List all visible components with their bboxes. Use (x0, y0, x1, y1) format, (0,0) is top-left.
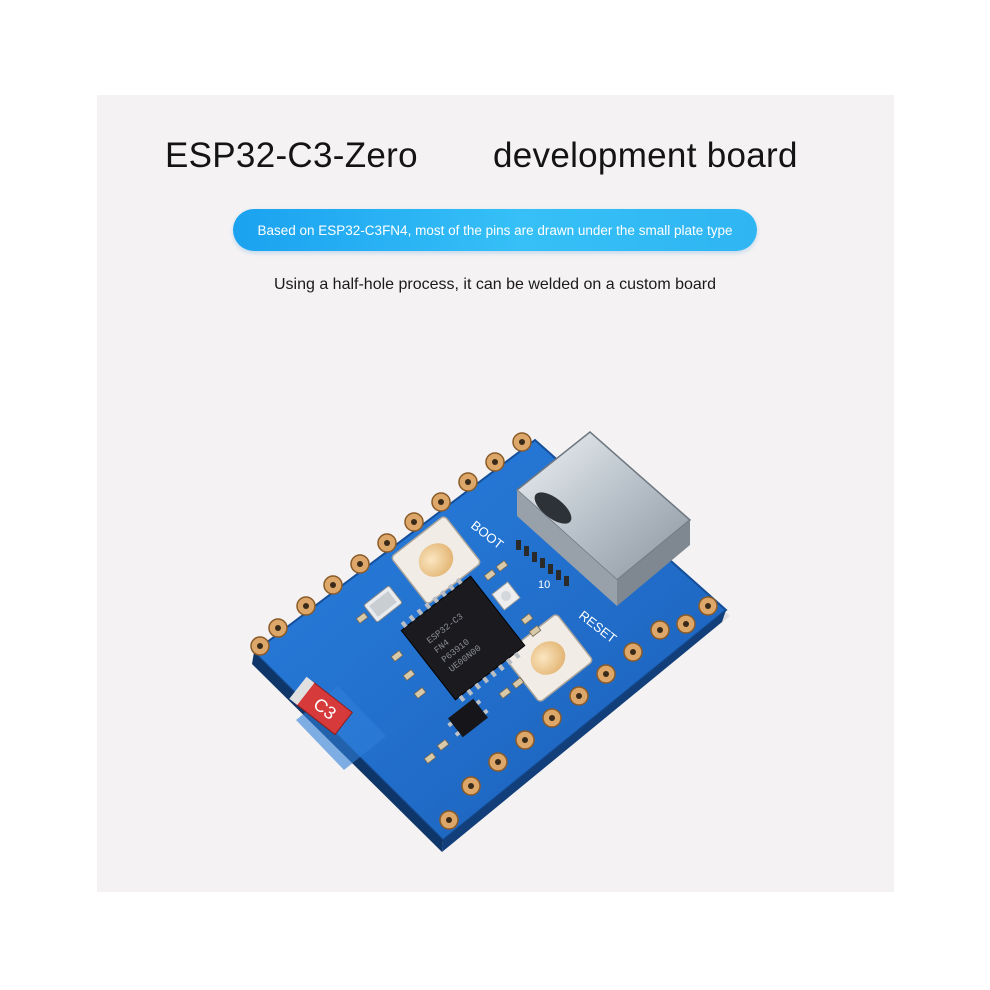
passive-components (355, 559, 542, 765)
boot-button (391, 516, 481, 604)
voltage-regulator (447, 698, 489, 738)
feature-banner: Based on ESP32-C3FN4, most of the pins a… (233, 209, 757, 251)
usb-c-port (515, 431, 692, 606)
antenna-chip: C3 (289, 676, 353, 736)
rgb-led (491, 581, 521, 611)
feature-banner-text: Based on ESP32-C3FN4, most of the pins a… (257, 222, 733, 238)
reset-button (503, 614, 593, 702)
pin-label: 10 (538, 579, 550, 591)
pcb-edge-right (442, 610, 726, 852)
title-product-type: development board (493, 136, 798, 175)
esp32-chip: ESP32-C3 FN4 P63910 UE00N00 (400, 575, 526, 703)
crystal-oscillator (363, 585, 403, 623)
page-title: ESP32-C3-Zero development board (0, 136, 990, 176)
subtitle: Using a half-hole process, it can be wel… (273, 276, 717, 293)
title-product-name: ESP32-C3-Zero (165, 136, 418, 175)
